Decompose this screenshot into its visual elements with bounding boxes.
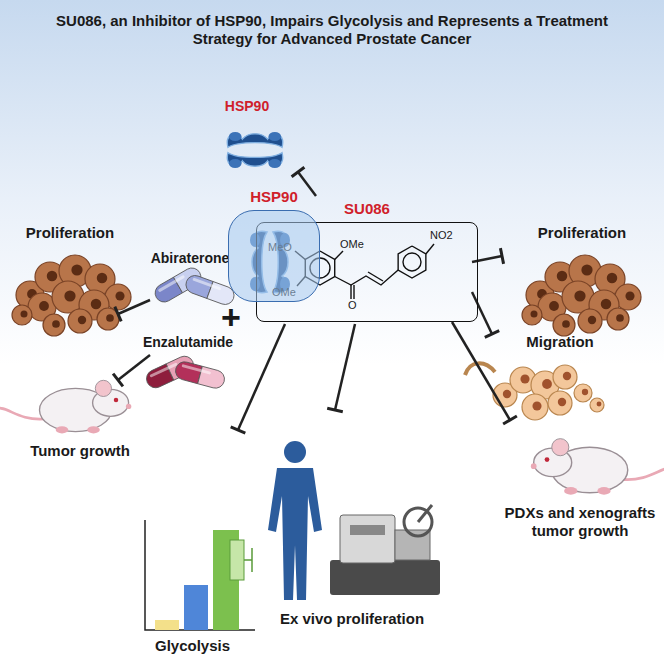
mouse-icon (0, 380, 131, 433)
pill-capsule (174, 360, 227, 390)
drug-label: Enzalutamide (132, 334, 244, 351)
effect-label: Ex vivo proliferation (262, 610, 442, 628)
inhibition-line (472, 292, 499, 337)
cell-cluster (493, 365, 604, 420)
cell-cluster (12, 255, 131, 336)
node-heading: HSP90 (228, 188, 320, 205)
inhibition-line (327, 324, 355, 412)
effect-label: Proliferation (5, 224, 135, 242)
human-figure (268, 441, 322, 600)
cell-cluster (522, 255, 641, 336)
inhibition-line (115, 300, 150, 321)
node-outline (228, 210, 320, 302)
microtome (330, 505, 440, 595)
bound-hsp90: HSP90 (228, 188, 320, 302)
title: SU086, an Inhibitor of HSP90, Impairs Gl… (40, 12, 624, 48)
inhibition-line (231, 324, 285, 433)
inhibition-line (452, 322, 517, 424)
chem-atom: O (348, 299, 357, 312)
effect-label: Migration (505, 333, 615, 351)
mouse-icon (531, 439, 664, 495)
inhibition-line (113, 355, 150, 386)
hsp90-protein (227, 132, 282, 168)
effect-label: Proliferation (512, 224, 652, 242)
effect-label: PDXs and xenografts tumor growth (500, 504, 660, 540)
inhibition-line (472, 248, 504, 264)
bar-chart (145, 520, 255, 630)
chem-group: NO2 (430, 229, 453, 242)
effect-label: Glycolysis (135, 637, 250, 655)
effect-label: Tumor growth (15, 442, 145, 460)
drug-label: Abiraterone (140, 250, 240, 267)
chem-group: OMe (340, 238, 364, 251)
protein-label: HSP90 (212, 98, 282, 115)
plus-sign: + (214, 300, 248, 334)
